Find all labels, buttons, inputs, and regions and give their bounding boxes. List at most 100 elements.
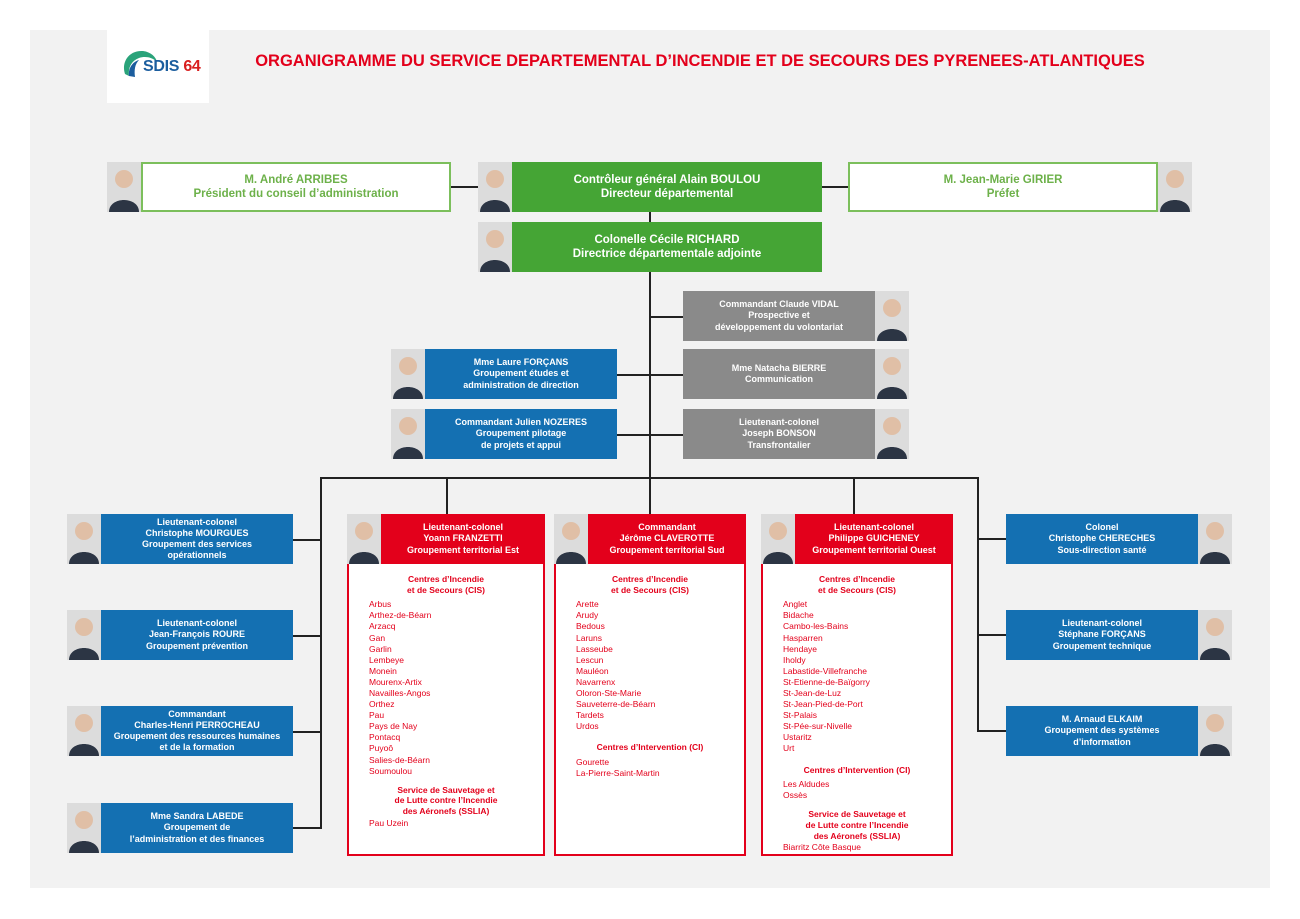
portrait-vidal: [875, 291, 909, 341]
person-portrait-icon: [1200, 714, 1230, 756]
sslia-list: Biarritz Côte Basque: [763, 842, 951, 853]
list-item: Pau Uzein: [369, 817, 409, 828]
portrait-sforcans: [1198, 610, 1232, 660]
list-item: Arette: [576, 599, 599, 610]
portrait-labede: [67, 803, 101, 853]
portrait-franzetti: [347, 514, 381, 564]
person-portrait-icon: [877, 357, 907, 399]
list-item: Ossès: [783, 790, 808, 801]
list-item: Navailles-Angos: [369, 688, 431, 698]
staff-lforcans-box: Mme Laure FORÇANS Groupement études et a…: [425, 349, 617, 399]
group-sforcans-box: Lieutenant-colonel Stéphane FORÇANS Grou…: [1006, 610, 1198, 660]
list-item: Hasparren: [783, 632, 823, 643]
portrait-mourgues: [67, 514, 101, 564]
ci-title: Centres d’Intervention (CI): [803, 764, 911, 775]
person-portrait-icon: [109, 170, 139, 212]
list-item: Monein: [369, 665, 397, 676]
person-portrait-icon: [1200, 618, 1230, 660]
person-portrait-icon: [556, 522, 586, 564]
list-item: St-Etienne-de-Baïgorry: [783, 676, 870, 687]
person-portrait-icon: [393, 417, 423, 459]
list-item: La-Pierre-Saint-Martin: [576, 768, 660, 779]
sdis64-logo: SDIS 64: [107, 30, 209, 103]
staff-bonson-box: Lieutenant-colonel Joseph BONSON Transfr…: [683, 409, 875, 459]
list-item: Arudy: [576, 610, 599, 621]
list-item: St-Jean-Pied-de-Port: [783, 699, 863, 710]
person-portrait-icon: [877, 299, 907, 341]
list-item: Lescun: [576, 654, 604, 665]
list-item: Urt: [783, 743, 795, 754]
list-item: Bedous: [576, 621, 605, 632]
logo-text: SDIS 64: [143, 58, 201, 75]
person-portrait-icon: [480, 230, 510, 272]
portrait-bierre: [875, 349, 909, 399]
list-item: Les Aldudes: [783, 779, 830, 790]
person-portrait-icon: [69, 811, 99, 853]
group-labede-box: Mme Sandra LABEDE Groupement de l’admini…: [101, 803, 293, 853]
portrait-roure: [67, 610, 101, 660]
deputy-director-box: Colonelle Cécile RICHARD Directrice dépa…: [512, 222, 822, 272]
person-portrait-icon: [1200, 522, 1230, 564]
logo-swoosh-icon: [123, 50, 157, 77]
person-portrait-icon: [69, 618, 99, 660]
person-portrait-icon: [763, 522, 793, 564]
list-item: St-Jean-de-Luz: [783, 688, 842, 698]
ci-list: Gourette La-Pierre-Saint-Martin: [556, 757, 744, 779]
list-item: Bidache: [783, 610, 814, 621]
list-item: Urdos: [576, 721, 599, 732]
portrait-perrocheau: [67, 706, 101, 756]
list-item: Orthez: [369, 699, 395, 710]
group-chereches-box: Colonel Christophe CHERECHES Sous-direct…: [1006, 514, 1198, 564]
page-title: ORGANIGRAMME DU SERVICE DEPARTEMENTAL D’…: [255, 52, 1145, 70]
list-item: St-Palais: [783, 710, 818, 721]
list-item: Salies-de-Béarn: [369, 754, 430, 765]
list-item: Laruns: [576, 632, 602, 643]
list-item: Arthez-de-Béarn: [369, 610, 432, 621]
portrait-girier: [1158, 162, 1192, 212]
list-item: Hendaye: [783, 643, 818, 654]
portrait-lforcans: [391, 349, 425, 399]
group-mourgues-box: Lieutenant-colonel Christophe MOURGUES G…: [101, 514, 293, 564]
prefect-box: M. Jean-Marie GIRIER Préfet: [848, 162, 1158, 212]
portrait-elkaim: [1198, 706, 1232, 756]
person-portrait-icon: [877, 417, 907, 459]
list-item: Puyoô: [369, 743, 394, 754]
list-item: St-Pée-sur-Nivelle: [783, 721, 852, 732]
list-item: Cambo-les-Bains: [783, 621, 849, 632]
president-box: M. André ARRIBES Président du conseil d’…: [141, 162, 451, 212]
portrait-bonson: [875, 409, 909, 459]
list-item: Gan: [369, 632, 386, 643]
list-item: Mourenx-Artix: [369, 676, 422, 687]
list-item: Tardets: [576, 710, 604, 721]
list-item: Lasseube: [576, 643, 613, 654]
group-perrocheau-box: Commandant Charles-Henri PERROCHEAU Grou…: [101, 706, 293, 756]
portrait-boulou: [478, 162, 512, 212]
person-portrait-icon: [349, 522, 379, 564]
ci-title: Centres d’Intervention (CI): [596, 742, 704, 753]
group-roure-box: Lieutenant-colonel Jean-François ROURE G…: [101, 610, 293, 660]
group-elkaim-box: M. Arnaud ELKAIM Groupement des systèmes…: [1006, 706, 1198, 756]
list-item: Labastide-Villefranche: [783, 665, 867, 676]
person-portrait-icon: [69, 714, 99, 756]
portrait-nozeres: [391, 409, 425, 459]
portrait-guicheney: [761, 514, 795, 564]
person-portrait-icon: [69, 522, 99, 564]
cis-list: Arbus Arthez-de-Béarn Arzacq Gan Garlin …: [349, 599, 543, 777]
list-item: Ustaritz: [783, 732, 812, 743]
staff-nozeres-box: Commandant Julien NOZERES Groupement pil…: [425, 409, 617, 459]
sslia-list: Pau Uzein: [349, 818, 543, 829]
list-item: Pau: [369, 710, 385, 721]
list-item: Soumoulou: [369, 765, 413, 776]
portrait-arribes: [107, 162, 141, 212]
list-item: Mauléon: [576, 665, 609, 676]
